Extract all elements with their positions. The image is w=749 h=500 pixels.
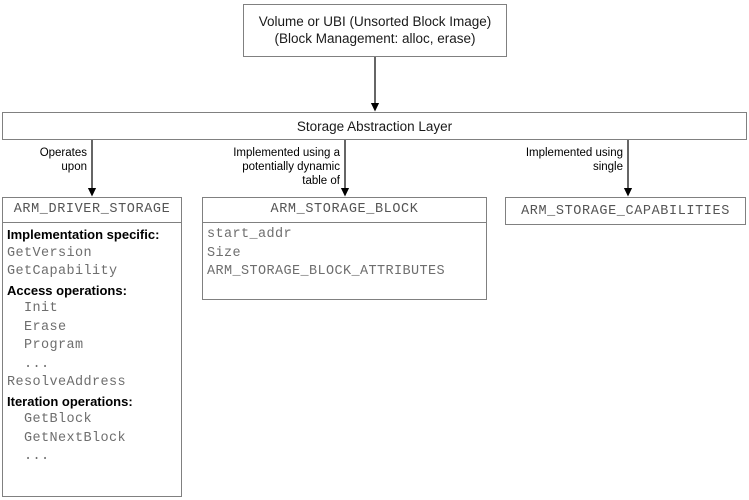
node-arm-driver-storage[interactable]: ARM_DRIVER_STORAGE Implementation specif… — [2, 197, 182, 497]
member-row: Access operations: — [7, 282, 127, 298]
node-storage-abstraction-layer-title: Storage Abstraction Layer — [296, 118, 453, 134]
node-storage-abstraction-layer[interactable]: Storage Abstraction Layer — [2, 112, 747, 140]
node-arm-driver-storage-members: Implementation specific: GetVersion GetC… — [3, 223, 181, 471]
member-row: Implementation specific: — [7, 227, 160, 242]
node-volume-ubi-line-1: Volume or UBI (Unsorted Block Image) — [258, 14, 492, 29]
node-arm-storage-block-title: ARM_STORAGE_BLOCK — [203, 198, 486, 223]
node-arm-storage-block[interactable]: ARM_STORAGE_BLOCK start_addr Size ARM_ST… — [202, 197, 487, 300]
member-row: Erase — [7, 319, 67, 335]
member-row: ResolveAddress — [7, 375, 127, 390]
node-arm-storage-capabilities-title: ARM_STORAGE_CAPABILITIES — [521, 203, 730, 219]
member-row: GetBlock — [7, 412, 93, 427]
member-row: Size — [207, 245, 242, 261]
node-arm-storage-capabilities[interactable]: ARM_STORAGE_CAPABILITIES — [505, 197, 746, 225]
member-row: ... — [7, 356, 50, 372]
member-row: start_addr — [207, 227, 293, 242]
member-row: GetCapability — [7, 264, 118, 279]
member-row: GetNextBlock — [7, 430, 127, 446]
node-volume-ubi-title: Volume or UBI (Unsorted Block Image) (Bl… — [244, 5, 506, 56]
node-arm-driver-storage-title: ARM_DRIVER_STORAGE — [3, 198, 181, 223]
node-volume-ubi-line-2: (Block Management: alloc, erase) — [274, 31, 476, 46]
node-volume-ubi[interactable]: Volume or UBI (Unsorted Block Image) (Bl… — [243, 4, 507, 57]
member-row: GetVersion — [7, 245, 93, 261]
member-row: Init — [7, 301, 59, 316]
node-arm-storage-block-members: start_addr Size ARM_STORAGE_BLOCK_ATTRIB… — [203, 223, 486, 286]
edge-label-implemented-using-table: Implemented using a potentially dynamic … — [233, 147, 340, 187]
edge-label-operates-upon: Operates upon — [39, 147, 87, 173]
edge-label-implemented-using-single: Implemented using single — [525, 147, 623, 173]
member-row: Program — [7, 338, 84, 353]
member-row: ARM_STORAGE_BLOCK_ATTRIBUTES — [207, 264, 446, 279]
member-row: Iteration operations: — [7, 393, 133, 409]
member-row: ... — [7, 449, 50, 464]
